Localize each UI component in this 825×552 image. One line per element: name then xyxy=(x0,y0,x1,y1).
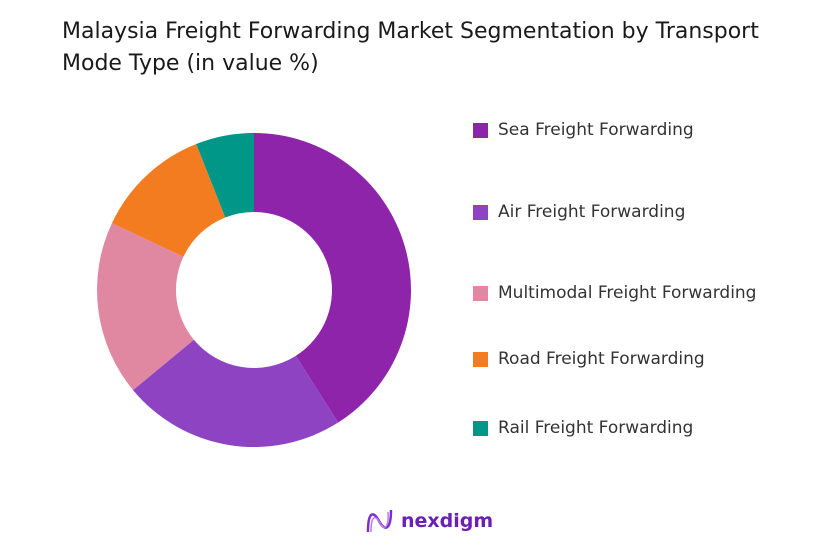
legend-item: Sea Freight Forwarding xyxy=(473,120,694,140)
chart-title: Malaysia Freight Forwarding Market Segme… xyxy=(62,19,759,76)
legend-item: Road Freight Forwarding xyxy=(473,349,705,369)
slice-air-freight-forwarding xyxy=(133,339,339,447)
legend-swatch xyxy=(473,351,488,367)
slice-road-freight-forwarding xyxy=(111,144,226,257)
slice-rail-freight-forwarding xyxy=(196,133,254,218)
slice-multimodal-freight-forwarding xyxy=(97,223,194,391)
logo-text: nexdigm xyxy=(401,510,494,532)
legend-item: Rail Freight Forwarding xyxy=(473,418,693,438)
legend-label: Multimodal Freight Forwarding xyxy=(498,283,757,303)
legend-label: Rail Freight Forwarding xyxy=(498,418,694,438)
legend-item: Multimodal Freight Forwarding xyxy=(473,283,756,303)
slice-sea-freight-forwarding xyxy=(254,133,412,423)
legend-swatch xyxy=(473,122,488,138)
nexdigm-logo: nexdigm xyxy=(365,508,493,534)
legend-label: Air Freight Forwarding xyxy=(498,202,686,222)
legend-label: Sea Freight Forwarding xyxy=(498,120,694,140)
legend-swatch xyxy=(473,285,488,301)
legend-swatch xyxy=(473,420,488,436)
legend-item: Air Freight Forwarding xyxy=(473,202,685,222)
legend-label: Road Freight Forwarding xyxy=(498,349,705,369)
logo-wave-icon xyxy=(366,509,393,533)
legend-swatch xyxy=(473,204,488,220)
